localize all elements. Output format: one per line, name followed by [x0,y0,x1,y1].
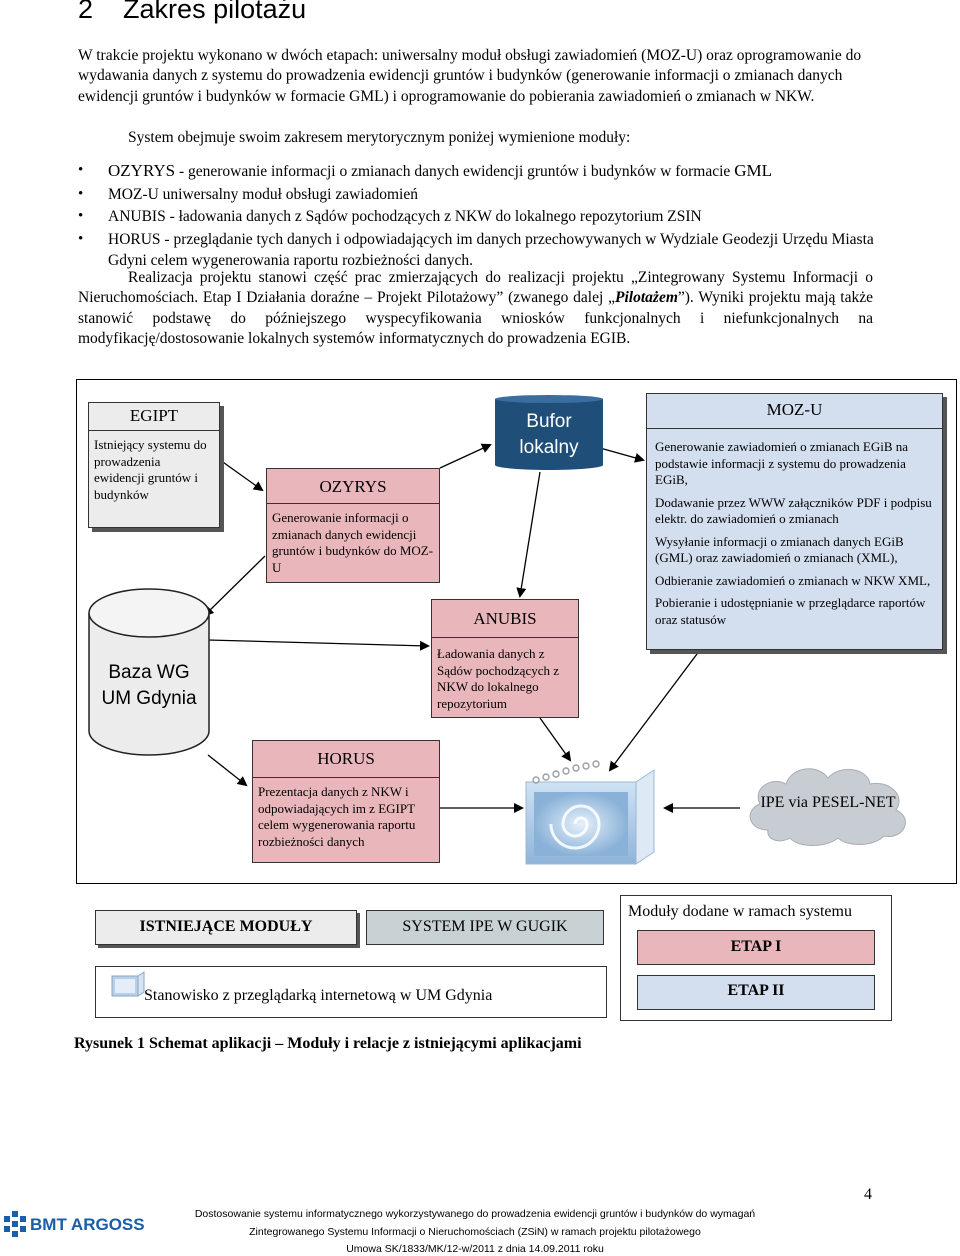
list-item: ANUBIS - ładowania danych z Sądów pochod… [78,206,878,227]
scope-paragraph: System obejmuje swoim zakresem merytoryc… [128,129,631,146]
intro-paragraph: W trakcie projektu wykonano w dwóch etap… [78,47,862,105]
list-item: MOZ-U uniwersalny moduł obsługi zawiadom… [78,184,878,205]
arrow-egipt-ozyrys [219,459,264,492]
footer-line-3: Umowa SK/1833/MK/12-w/2011 z dnia 14.09.… [346,1243,604,1255]
mozu-title: MOZ-U [766,400,823,419]
mozu-item: Generowanie zawiadomień o zmianach EGiB … [655,439,909,487]
arrow-bufor-mozu [599,447,645,463]
arrow-bufor-anubis [516,471,541,598]
mozu-item: Dodawanie przez WWW załączników PDF i po… [655,494,932,527]
bmt-logo-text: BMT ARGOSS [30,1215,145,1234]
arrow-baza-horus [207,754,248,787]
legend-added-modules: Moduły dodane w ramach systemu ETAP I ET… [620,895,892,1021]
section-number: 2 [78,0,94,24]
ozyrys-title: OZYRYS [319,477,387,496]
module-list: OZYRYS - generowanie informacji o zmiana… [78,160,878,272]
arrow-anubis-browser [539,717,572,762]
mozu-box: MOZ-U Generowanie zawiadomień o zmianach… [646,393,943,650]
mozu-item: Wysyłanie informacji o zmianach danych E… [655,533,904,566]
egipt-text: Istniejący systemu do prowadzenia ewiden… [94,437,207,502]
figure-caption: Rysunek 1 Schemat aplikacji – Moduły i r… [74,1035,582,1052]
arrow-ozyrys-bufor [439,443,492,469]
list-item: HORUS - przeglądanie tych danych i odpow… [78,229,878,271]
ozyrys-text: Generowanie informacji o zmianach danych… [272,510,434,575]
egipt-title: EGIPT [129,406,179,425]
mozu-item: Odbieranie zawiadomień o zmianach w NKW … [655,572,931,588]
bmt-logo: BMT ARGOSS [2,1203,145,1243]
ozyrys-box: OZYRYS Generowanie informacji o zmianach… [266,468,440,583]
legend-etap2: ETAP II [637,975,875,1010]
page-number: 4 [864,1186,872,1203]
anubis-box: ANUBIS Ładowania danych z Sądów pochodzą… [431,599,579,718]
legend-added-title: Moduły dodane w ramach systemu [628,903,852,920]
workstation-label: Stanowisko z przeglądarką internetową w … [144,987,493,1004]
section-title: Zakres pilotażu [123,0,307,24]
legend-existing: ISTNIEJĄCE MODUŁY [95,910,357,945]
bufor-cylinder: Bufor lokalny [495,395,603,471]
baza-label-2: UM Gdynia [101,688,197,709]
footer-line-1: Dostosowanie systemu informatycznego wyk… [194,1208,756,1220]
cloud-icon [749,768,906,846]
horus-title: HORUS [317,749,375,768]
browser-small-icon [111,971,145,997]
horus-text: Prezentacja danych z NKW i odpowiadający… [258,784,416,849]
diagram-frame [76,379,957,884]
browser-window-icon [525,760,655,865]
arrow-mozu-browser [608,649,701,772]
horus-box: HORUS Prezentacja danych z NKW i odpowia… [252,740,440,863]
legend-system-ipe: SYSTEM IPE W GUGIK [366,910,604,945]
mozu-item: Pobieranie i udostępnianie w przeglądarc… [655,595,926,627]
legend-workstation: Stanowisko z przeglądarką internetową w … [95,966,607,1018]
ipe-label: IPE via PESEL-NET [760,794,896,811]
bmt-logo-icon [4,1211,26,1237]
list-item: OZYRYS - generowanie informacji o zmiana… [78,160,878,182]
realization-paragraph: Realizacja projektu stanowi część prac z… [78,269,873,347]
footer-line-2: Zintegrowanego Systemu Informacji o Nier… [249,1226,701,1238]
section-heading: 2 Zakres pilotażu [78,0,306,25]
anubis-text: Ładowania danych z Sądów pochodzących z … [437,646,560,711]
legend-etap1: ETAP I [637,930,875,965]
baza-cylinder: Baza WG UM Gdynia [88,585,210,757]
egipt-box: EGIPT Istniejący systemu do prowadzenia … [88,402,220,528]
arrow-ozyrys-baza [203,555,266,617]
baza-label-1: Baza WG [108,662,190,683]
arrow-baza-anubis [207,639,430,651]
bufor-label-2: lokalny [519,437,579,458]
anubis-title: ANUBIS [473,609,537,628]
bufor-label-1: Bufor [526,411,572,432]
